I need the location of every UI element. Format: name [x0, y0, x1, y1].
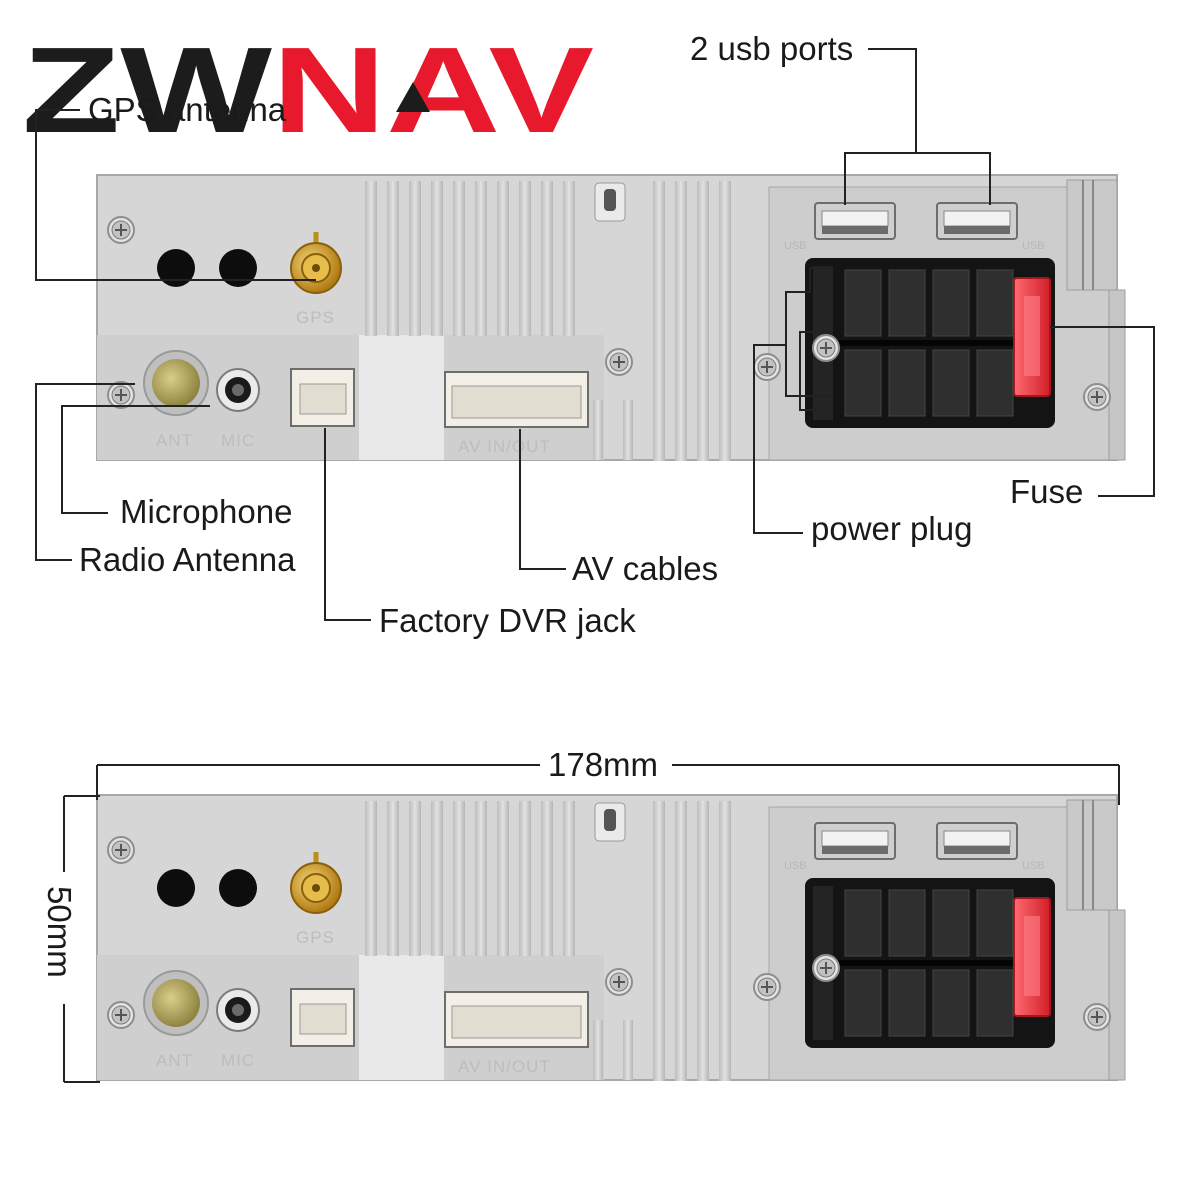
- gps-marking: GPS: [296, 928, 335, 947]
- av-marking: AV IN/OUT: [458, 437, 551, 456]
- callout-power-plug: power plug: [811, 510, 972, 547]
- height-dimension: 50mm: [41, 796, 100, 1082]
- usb-marking: USB: [1022, 860, 1045, 872]
- av-connector: [445, 372, 588, 427]
- blank-hole: [157, 869, 195, 907]
- callout-dvr-jack: Factory DVR jack: [379, 602, 636, 639]
- dvr-jack: [291, 989, 354, 1046]
- usb-marking: USB: [784, 860, 807, 872]
- mic-marking: MIC: [221, 431, 255, 450]
- fuse: [1014, 278, 1050, 396]
- callout-av-cables: AV cables: [572, 550, 718, 587]
- av-connector: [445, 992, 588, 1047]
- logo-nav: NAV: [272, 22, 594, 158]
- microphone-jack: [217, 369, 259, 411]
- logo-zw: ZW: [22, 22, 273, 158]
- radio-antenna-socket: [144, 971, 208, 1035]
- usb-marking: USB: [784, 240, 807, 252]
- plug-screw: [813, 335, 839, 361]
- callout-fuse: Fuse: [1010, 473, 1083, 510]
- height-label: 50mm: [41, 886, 78, 978]
- width-label: 178mm: [548, 746, 658, 783]
- blank-hole: [157, 249, 195, 287]
- blank-hole: [219, 869, 257, 907]
- blank-hole: [219, 249, 257, 287]
- mic-marking: MIC: [221, 1051, 255, 1070]
- ant-marking: ANT: [156, 1051, 193, 1070]
- usb-marking: USB: [1022, 240, 1045, 252]
- av-marking: AV IN/OUT: [458, 1057, 551, 1076]
- callout-usb-ports: 2 usb ports: [690, 30, 853, 67]
- gps-marking: GPS: [296, 308, 335, 327]
- fuse: [1014, 898, 1050, 1016]
- dvr-jack: [291, 369, 354, 426]
- ant-marking: ANT: [156, 431, 193, 450]
- callout-radio-antenna: Radio Antenna: [79, 541, 296, 578]
- callout-microphone: Microphone: [120, 493, 292, 530]
- brand-logo: ZW NAV: [22, 22, 594, 158]
- callout-gps-antenna: GPS antenna: [88, 91, 287, 128]
- microphone-jack: [217, 989, 259, 1031]
- plug-screw: [813, 955, 839, 981]
